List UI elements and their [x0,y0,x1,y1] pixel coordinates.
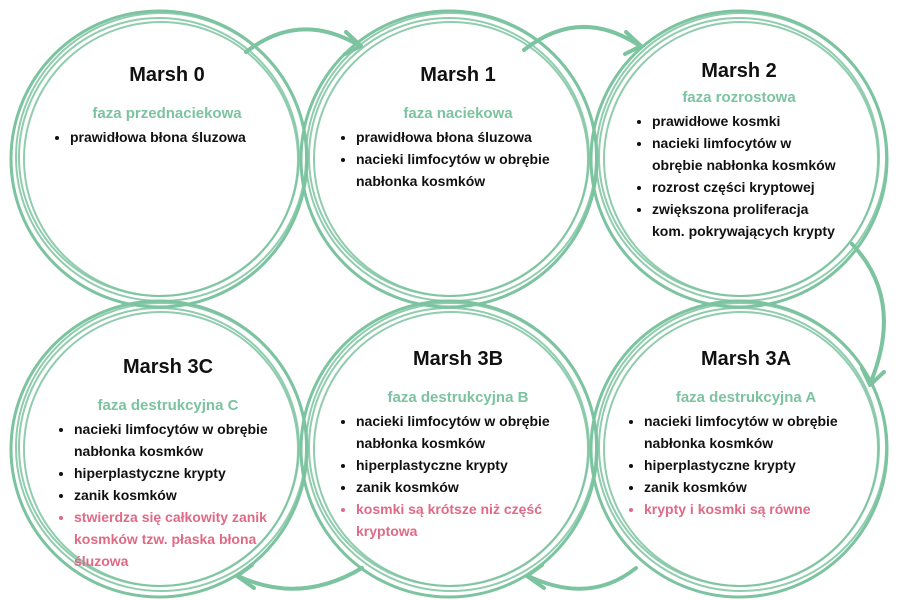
feature-item: stwierdza się całkowity zanik kosmków tz… [74,506,280,572]
stage-phase: faza rozrostowa [682,89,796,106]
stage-title: Marsh 0 [129,64,205,86]
stage-phase: faza destrukcyjna C [97,397,239,414]
stage-features: prawidłowa błona śluzowa [52,126,282,148]
feature-item: hiperplastyczne krypty [74,462,280,484]
ring-stroke [23,311,299,587]
stage-features: nacieki limfocytów w obrębie nabłonka ko… [626,410,866,520]
stage-features: prawidłowe kosmkinacieki limfocytów w ob… [634,110,844,242]
stage-marsh-2: Marsh 2 faza rozrostowa prawidłowe kosmkin… [634,60,844,242]
ring-stroke [589,299,889,599]
arrow-2-to-3a-line [850,242,886,386]
arrow-0-to-1-head [343,30,363,56]
ring-marsh-0 [9,9,309,309]
feature-item: nacieki limfocytów w obrębie nabłonka ko… [356,410,578,454]
stage-title: Marsh 1 [420,64,496,86]
stage-title: Marsh 3A [700,348,792,370]
ring-marsh-3c [9,299,309,599]
feature-item: zwiększona proliferacja kom. pokrywający… [652,198,844,242]
stage-title: Marsh 3B [412,348,504,370]
feature-item: nacieki limfocytów w obrębie nabłonka ko… [356,148,578,192]
ring-stroke [603,311,879,587]
ring-stroke [313,21,589,297]
stage-title: Marsh 3C [122,356,214,378]
stage-phase: faza naciekowa [403,105,513,122]
arrow-3a-to-3b-line [526,566,638,591]
arrow-0-to-1 [244,27,363,56]
ring-stroke [299,299,599,599]
ring-stroke [603,21,879,297]
arrow-0-to-1-line [244,27,362,54]
arrow-2-to-3a [850,242,886,387]
stage-title: Marsh 2 [701,60,777,82]
arrow-1-to-2 [522,25,643,56]
feature-item: prawidłowa błona śluzowa [356,126,578,148]
ring-stroke [18,17,300,297]
stage-features: nacieki limfocytów w obrębie nabłonka ko… [338,410,578,542]
stage-marsh-0: Marsh 0 faza przednaciekowa prawidłowa bło… [52,64,282,148]
feature-item: nacieki limfocytów w obrębie nabłonka ko… [74,418,280,462]
feature-item: kosmki są krótsze niż część kryptowa [356,498,578,542]
stage-phase: faza destrukcyjna A [675,389,817,406]
feature-item: prawidłowe kosmki [652,110,844,132]
arrow-1-to-2-head [623,30,643,56]
feature-item: nacieki limfocytów w obrębie nabłonka ko… [652,132,844,176]
stage-phase: faza przednaciekowa [92,105,242,122]
arrow-2-to-3a-head [860,366,886,387]
stage-features: nacieki limfocytów w obrębie nabłonka ko… [56,418,280,572]
feature-item: hiperplastyczne krypty [356,454,578,476]
arrow-3a-to-3b [525,563,638,591]
arrow-3b-to-3c-line [236,566,364,591]
stage-marsh-3b: Marsh 3B faza destrukcyjna B nacieki limfo… [338,348,578,542]
stage-marsh-3c: Marsh 3C faza destrukcyjna C nacieki limfo… [56,356,280,572]
feature-item: rozrost części kryptowej [652,176,844,198]
arrow-3b-to-3c [235,563,364,591]
arrow-3b-to-3c-head [235,563,256,590]
arrow-1-to-2-line [522,25,642,52]
feature-item: zanik kosmków [74,484,280,506]
feature-item: zanik kosmków [356,476,578,498]
feature-item: krypty i kosmki są równe [644,498,866,520]
stage-phase: faza destrukcyjna B [387,389,529,406]
ring-stroke [23,21,299,297]
stage-features: prawidłowa błona śluzowanacieki limfocyt… [338,126,578,192]
feature-item: hiperplastyczne krypty [644,454,866,476]
stage-marsh-3a: Marsh 3A faza destrukcyjna A nacieki limfo… [626,348,866,520]
ring-stroke [15,302,307,592]
ring-stroke [313,311,589,587]
ring-stroke [9,299,309,599]
ring-stroke [15,12,307,302]
arrow-3a-to-3b-head [525,563,546,590]
feature-item: nacieki limfocytów w obrębie nabłonka ko… [644,410,866,454]
feature-item: prawidłowa błona śluzowa [70,126,282,148]
feature-item: zanik kosmków [644,476,866,498]
stage-marsh-1: Marsh 1 faza naciekowa prawidłowa błona śl… [338,64,578,192]
